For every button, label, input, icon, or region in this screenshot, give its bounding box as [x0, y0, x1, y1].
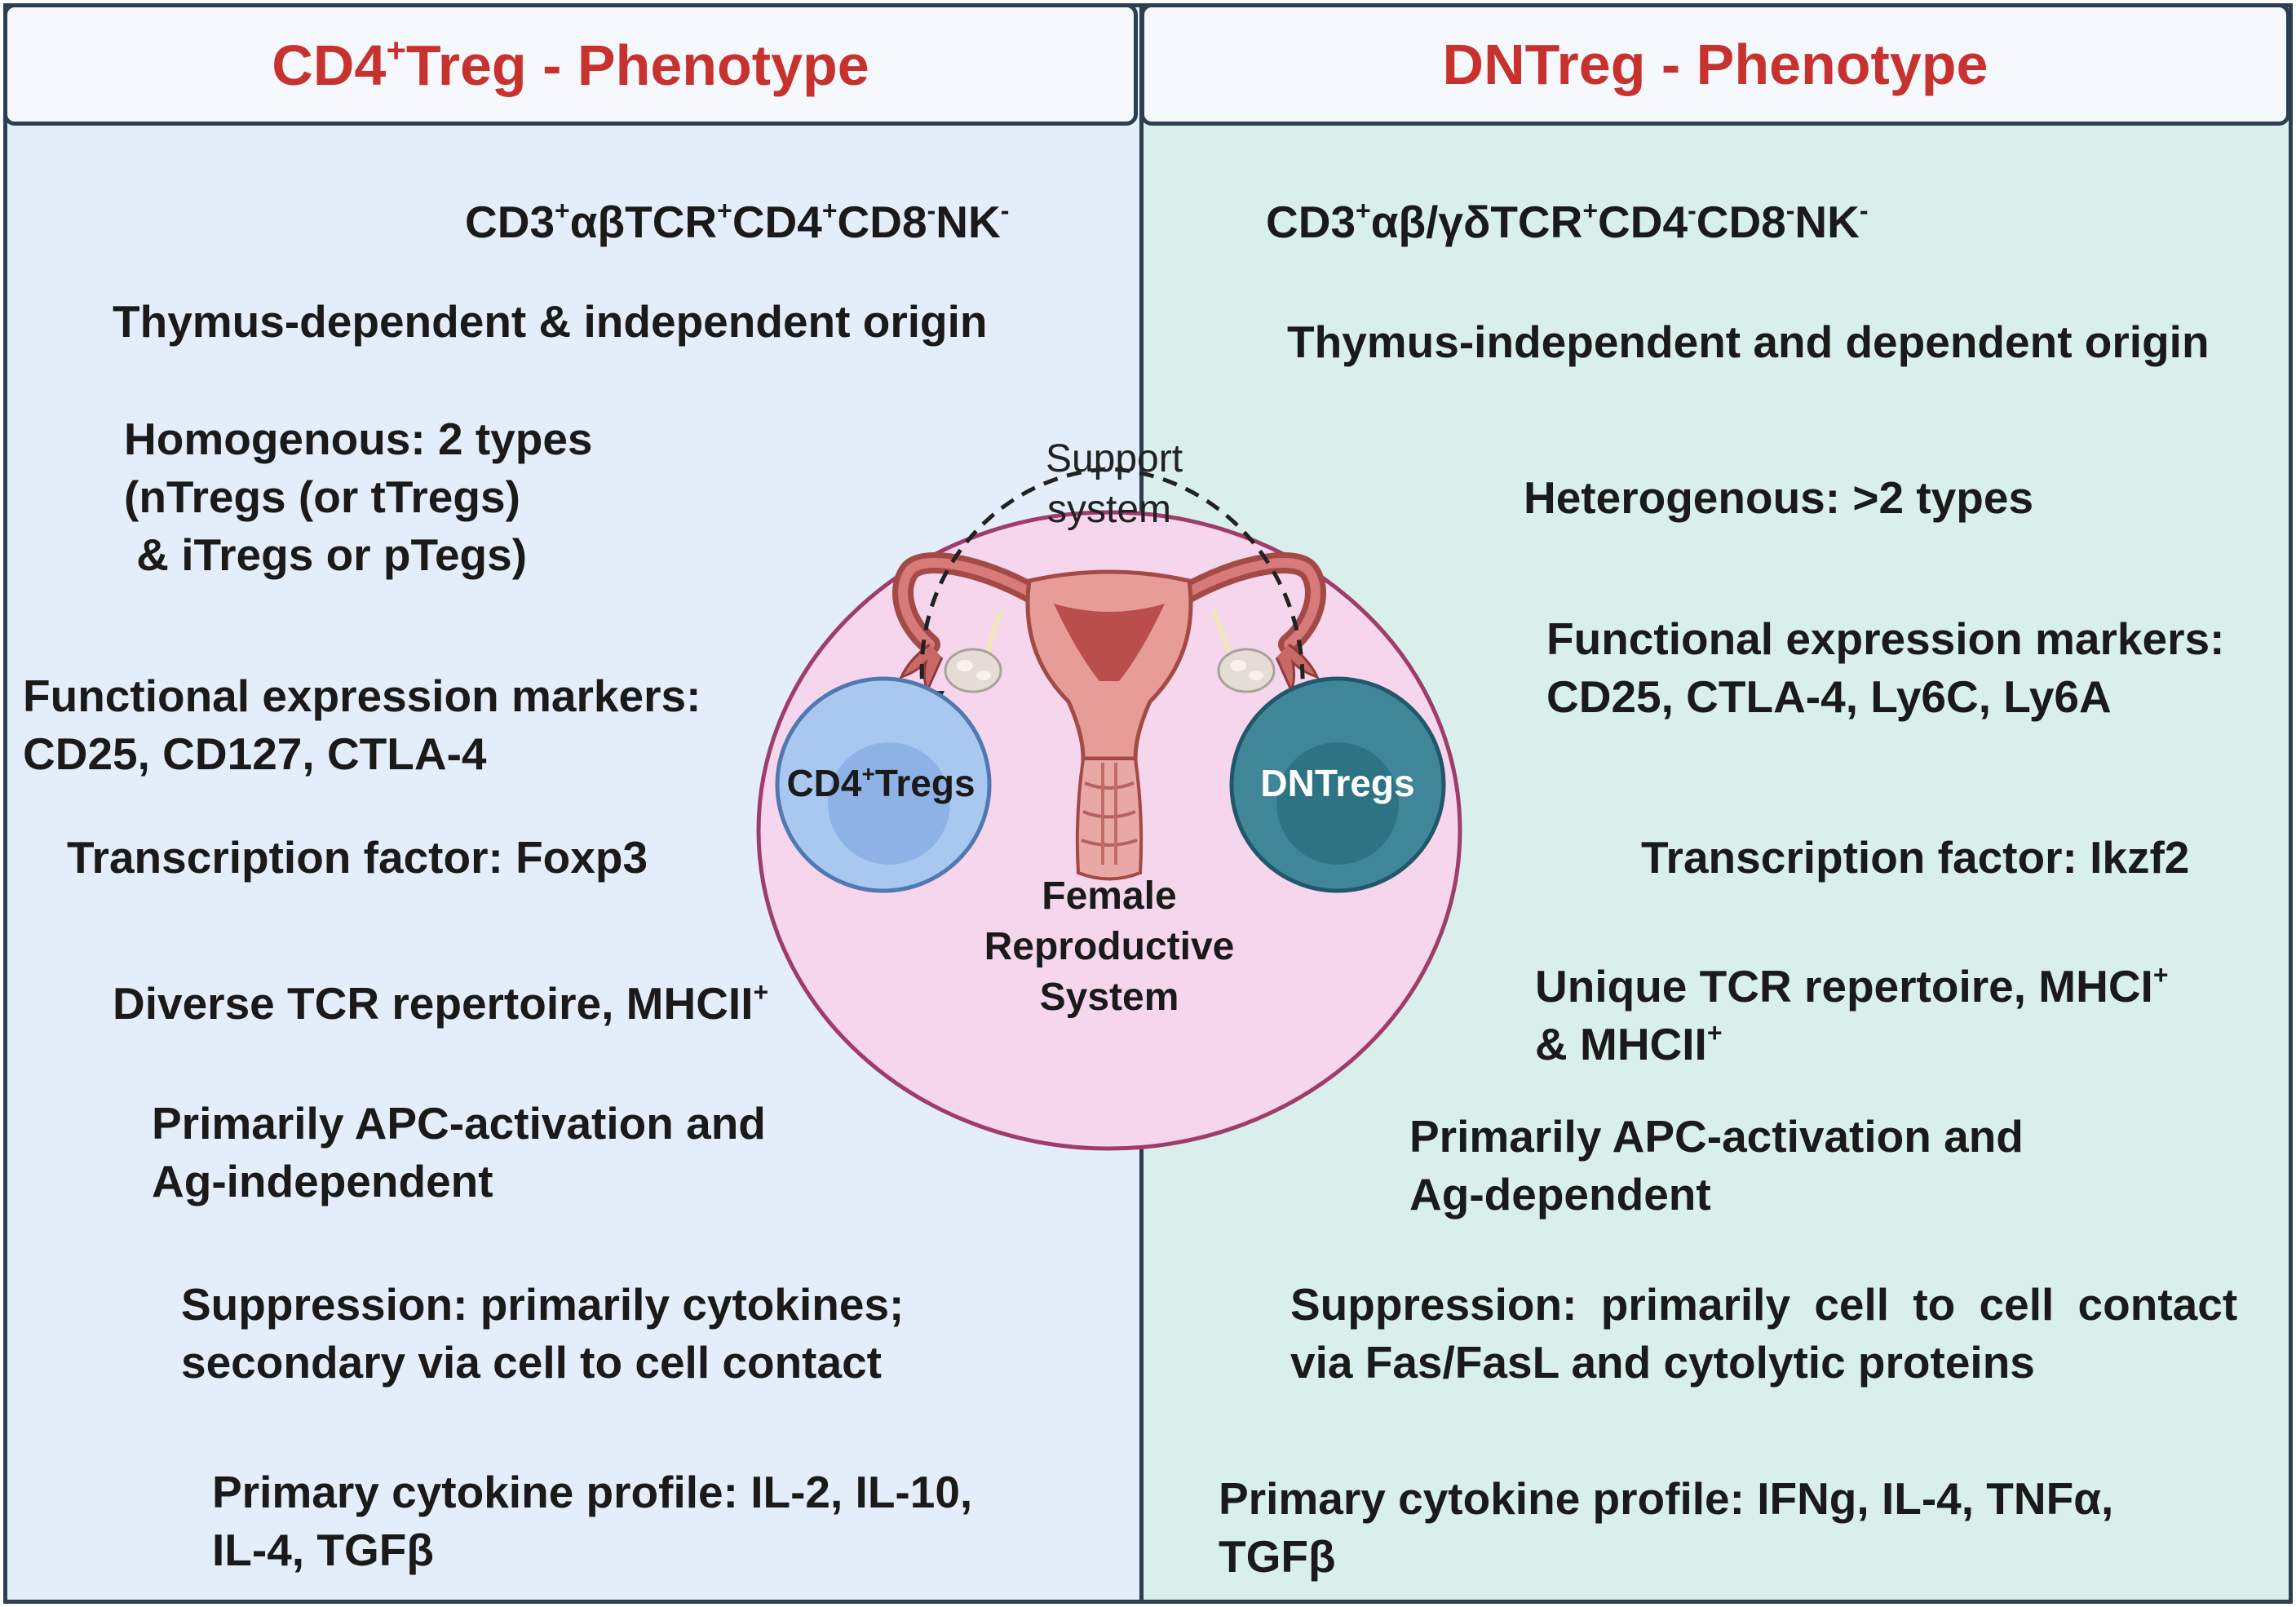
dn-cytokine-profile: Primary cytokine profile: IFNg, IL-4, TN…	[1219, 1473, 2114, 1582]
support-label-line2: system	[1047, 488, 1171, 531]
cd4-treg-header: CD4+Treg - Phenotype	[3, 3, 1138, 126]
dntreg-header: DNTreg - Phenotype	[1140, 3, 2290, 126]
cd4-origin: Thymus-dependent & independent origin	[113, 296, 988, 347]
dn-functional-markers: Functional expression markers:CD25, CTLA…	[1546, 613, 2225, 722]
dn-origin: Thymus-independent and dependent origin	[1287, 317, 2210, 367]
dntreg-cell: DNTregs	[1229, 676, 1446, 893]
cd4-treg-cell: CD4+Tregs	[775, 676, 992, 893]
cd4-functional-markers: Functional expression markers:CD25, CD12…	[23, 671, 701, 779]
dn-suppression: Suppression: primarily cell to cell cont…	[1290, 1279, 2238, 1388]
cd4-types: Homogenous: 2 types(nTregs (or tTregs) &…	[124, 414, 593, 580]
uterus-icon	[892, 552, 1326, 881]
system-label-line2: Reproductive	[984, 925, 1235, 968]
system-label-line3: System	[1040, 976, 1179, 1019]
cd4-treg-cell-label: CD4+Tregs	[786, 761, 975, 804]
dn-phenotype-markers: CD3+αβ/γδTCR+CD4-CD8-NK-	[1266, 196, 1869, 247]
cd4-treg-title: CD4+Treg - Phenotype	[272, 31, 869, 97]
cd4-transcription-factor: Transcription factor: Foxp3	[67, 832, 648, 883]
dn-tcr-repertoire: Unique TCR repertoire, MHCI+& MHCII+	[1535, 960, 2169, 1069]
dn-transcription-factor: Transcription factor: Ikzf2	[1641, 832, 2190, 883]
cd4-cytokine-profile: Primary cytokine profile: IL-2, IL-10,IL…	[212, 1467, 973, 1575]
dntreg-title: DNTreg - Phenotype	[1442, 33, 1989, 96]
dntreg-cell-label: DNTregs	[1260, 762, 1414, 804]
cd4-tcr-repertoire: Diverse TCR repertoire, MHCII+	[113, 977, 769, 1029]
support-label-line1: Support	[1046, 437, 1183, 480]
cd4-suppression: Suppression: primarily cytokines;seconda…	[181, 1279, 905, 1388]
system-label-line1: Female	[1042, 874, 1176, 918]
dn-types: Heterogenous: >2 types	[1524, 472, 2034, 523]
cd4-phenotype-markers: CD3+αβTCR+CD4+CD8-NK-	[465, 196, 1010, 247]
